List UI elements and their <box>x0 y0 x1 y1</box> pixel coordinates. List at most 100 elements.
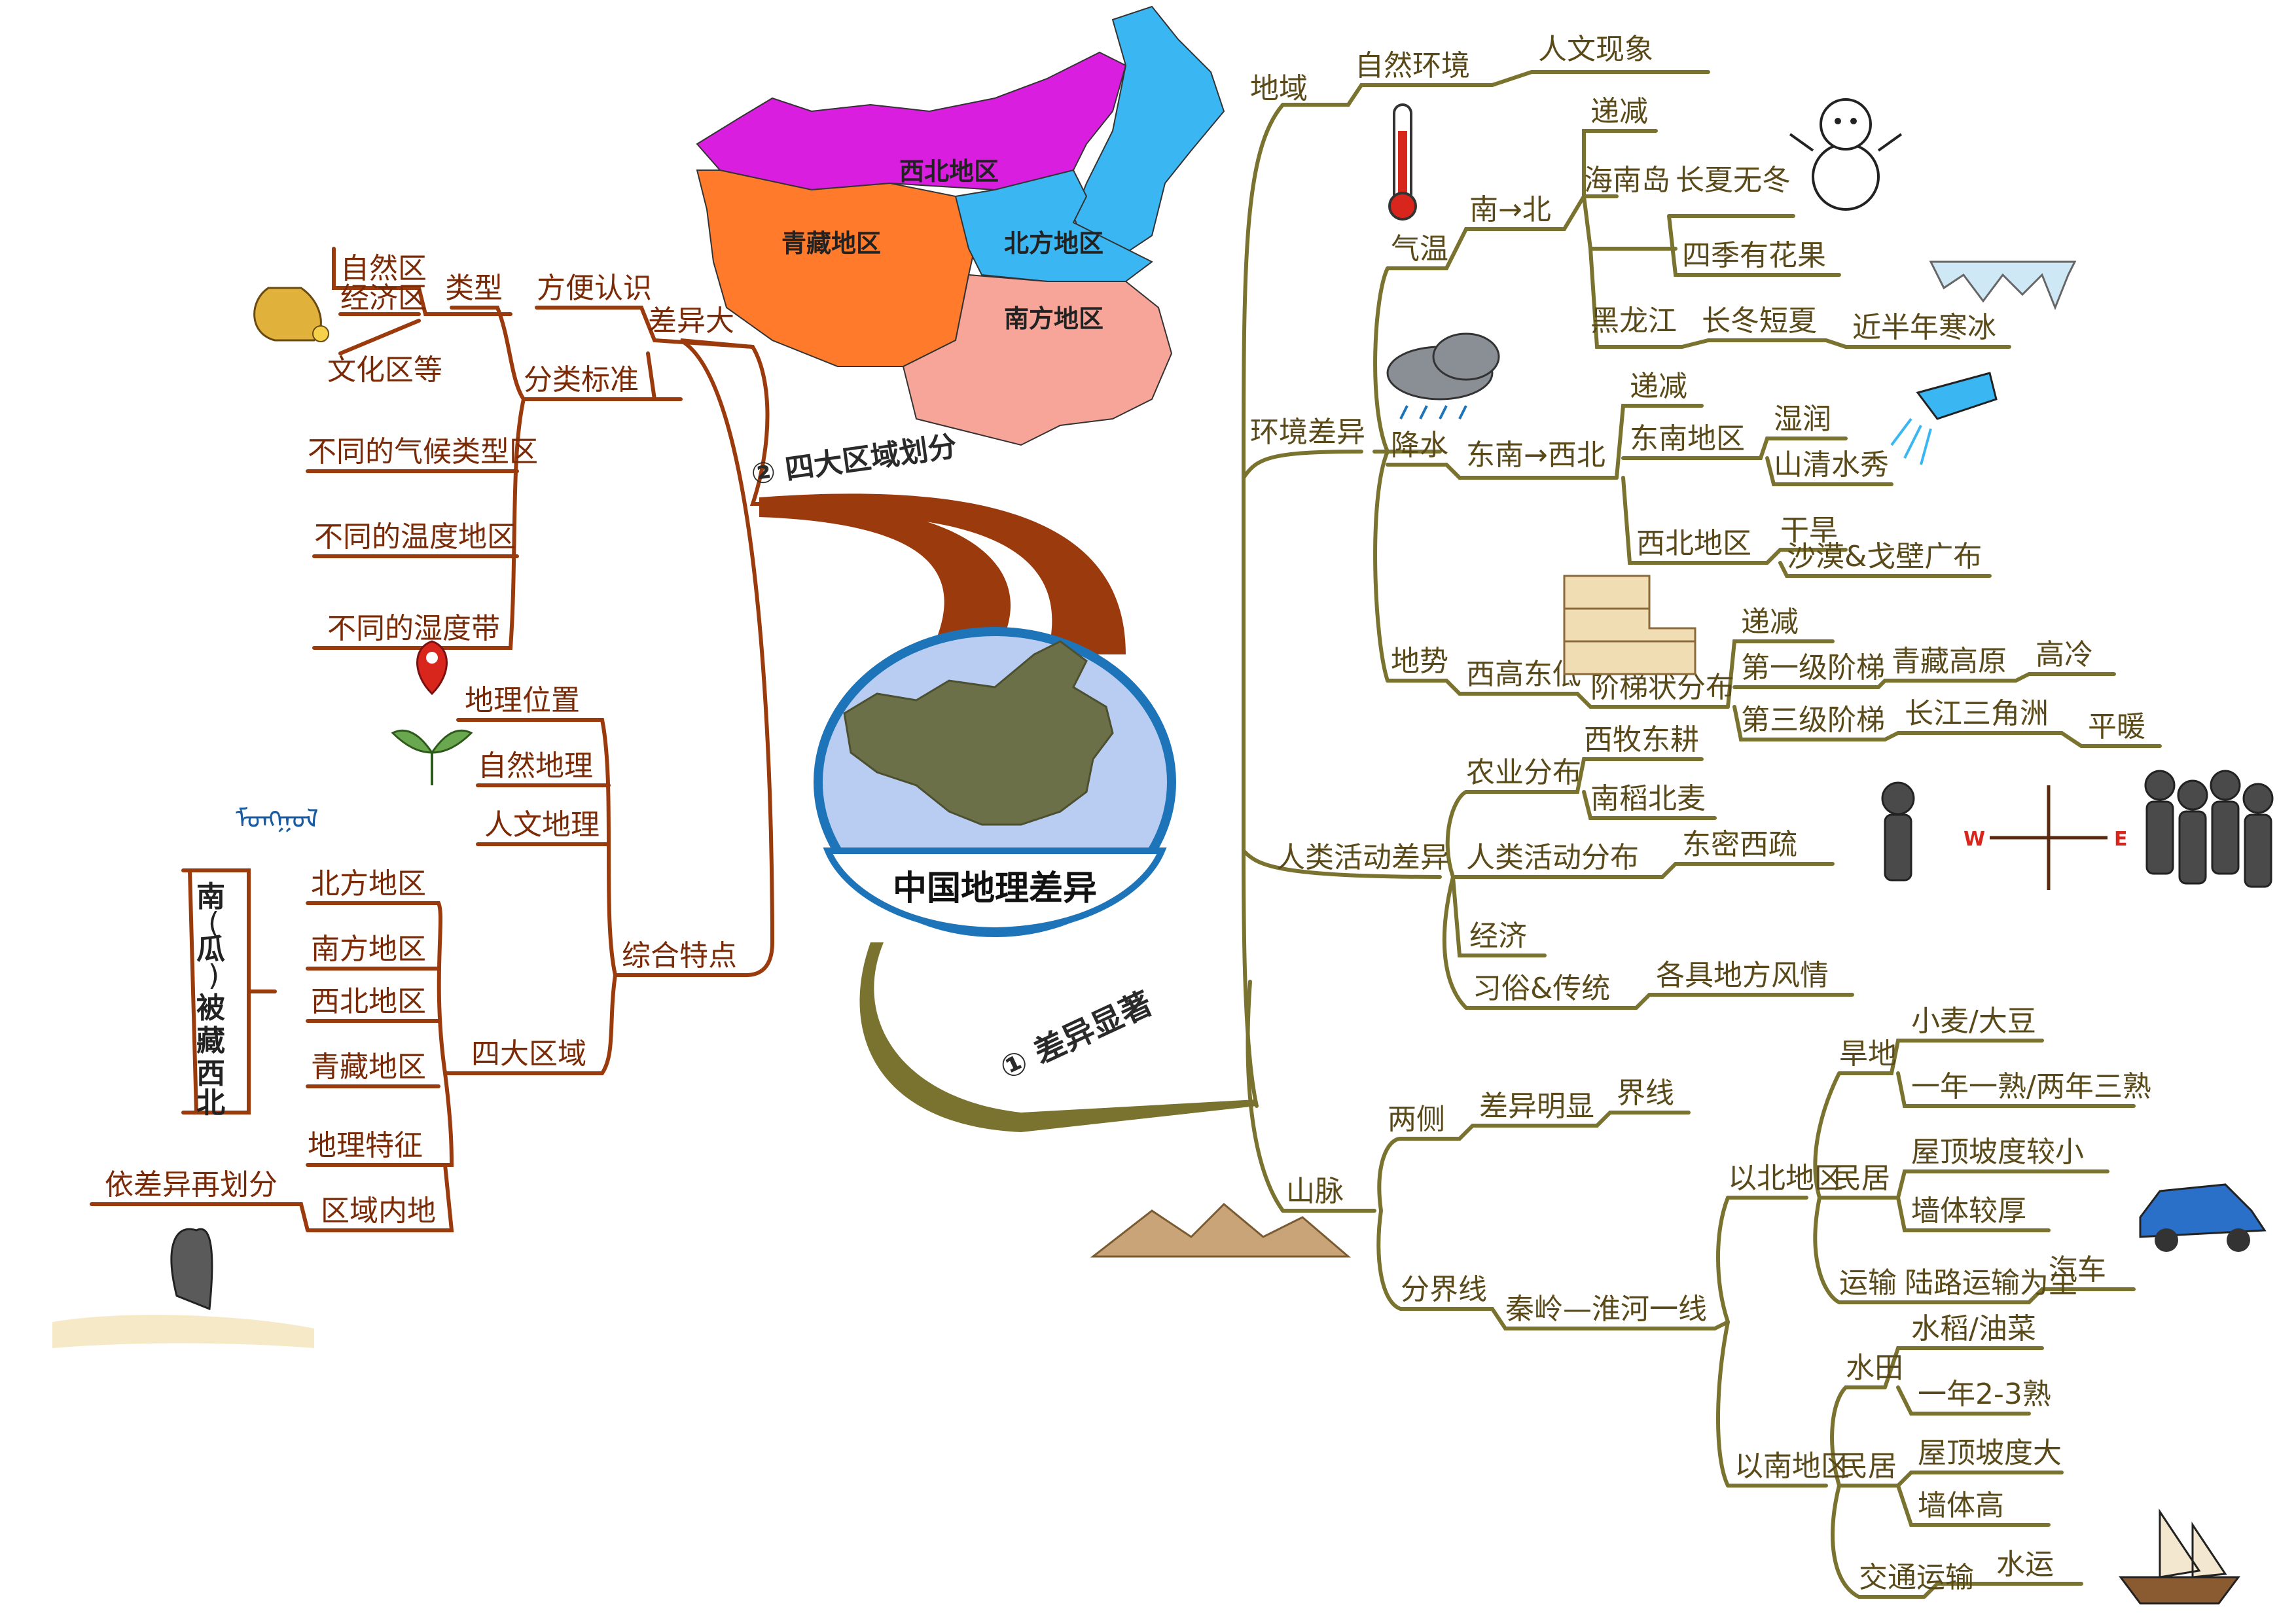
temp-heilong-a: 长冬短夏 <box>1702 304 1817 338</box>
temp-label: 气温 <box>1391 232 1448 266</box>
branch-2 <box>90 247 775 1232</box>
comp-label: 综合特点 <box>622 939 737 972</box>
inner-label: 区域内地 <box>321 1194 436 1228</box>
rain-sub <box>1615 404 1992 578</box>
comp-item-2: 人文地理 <box>484 808 600 842</box>
rain-se-a: 湿润 <box>1774 402 1831 436</box>
branch-2-ribbon <box>759 503 1011 654</box>
boundary-stone-icon <box>52 1228 314 1348</box>
four-label: 四大区域 <box>471 1037 586 1071</box>
four-note-0: 南 <box>196 880 225 914</box>
four-note-bracket <box>181 868 277 1115</box>
mountain-qinling: 秦岭—淮河一线 <box>1505 1293 1707 1326</box>
china-satellite-map-icon <box>843 640 1114 826</box>
car-icon <box>2139 1183 2267 1252</box>
rain-line <box>1386 463 1619 480</box>
mountain-sides: 两侧 <box>1388 1103 1445 1136</box>
four-item-1: 南方地区 <box>311 933 426 966</box>
boundary-split <box>1716 1196 1730 1488</box>
terrain-third: 第三级阶梯 <box>1741 704 1885 737</box>
branch-1-stem-bottom <box>1246 980 1285 1213</box>
mountain-label: 山脉 <box>1286 1175 1344 1208</box>
four-note-2: 瓜 <box>196 933 225 966</box>
compass-east: E <box>2114 828 2128 851</box>
terrain-first: 第一级阶梯 <box>1741 651 1885 685</box>
south-field: 水田 <box>1846 1351 1903 1385</box>
north-dry: 旱地 <box>1839 1037 1897 1071</box>
region-row-line <box>1281 70 1710 107</box>
env-label: 环境差异 <box>1250 416 1365 449</box>
mongol-text: ᠮᠣᠩᠭᠣᠯ <box>236 804 319 834</box>
mountains-icon <box>1090 1202 1352 1258</box>
north-house-a: 屋顶坡度较小 <box>1911 1135 2084 1169</box>
cls-type: 类型 <box>445 272 503 305</box>
icicle-icon <box>1929 260 2077 311</box>
four-note-6: 西 <box>196 1057 225 1090</box>
north-dry-b: 一年一熟/两年三熟 <box>1911 1070 2151 1103</box>
human-agri-b: 南稻北麦 <box>1590 782 1706 815</box>
four-note-7: 北 <box>196 1086 225 1120</box>
custom-line <box>1464 993 1854 1010</box>
map-region-qinghai-tibet <box>696 169 983 367</box>
human-act: 人类活动分布 <box>1466 841 1639 874</box>
four-item-2: 西北地区 <box>311 985 426 1018</box>
region-row-2: 人文现象 <box>1538 33 1653 66</box>
branch-1-stem <box>1242 103 1285 1108</box>
mountain-sides-a: 差异明显 <box>1479 1090 1594 1123</box>
map-region-northeast <box>1072 5 1225 263</box>
diff-a: 方便认识 <box>537 272 652 305</box>
temp-decrease: 递减 <box>1590 95 1648 128</box>
south-house-b: 墙体高 <box>1918 1489 2004 1522</box>
compass-west: W <box>1964 828 1985 851</box>
human-agri: 农业分布 <box>1466 756 1581 789</box>
money-bag-icon <box>253 287 329 342</box>
temp-heilong-b: 近半年寒冰 <box>1852 311 1996 344</box>
four-item-0: 北方地区 <box>311 867 426 901</box>
terrain-dir: 西高东低 <box>1466 658 1581 691</box>
four-note-4: 被 <box>196 991 225 1025</box>
map-label-north: 北方地区 <box>1004 229 1103 258</box>
human-label: 人类活动差异 <box>1276 841 1449 874</box>
temp-dir: 南→北 <box>1469 193 1551 226</box>
comp-sub <box>90 718 617 1232</box>
region-row-0: 地域 <box>1250 72 1308 105</box>
cls-type-1: 经济区 <box>340 281 427 315</box>
branch-1-title: ① 差异显著 <box>994 985 1158 1087</box>
terrain-sub <box>1726 639 2162 748</box>
human-line <box>1242 849 1442 879</box>
terrain-stair: 阶梯状分布 <box>1590 671 1734 704</box>
ship-icon <box>2119 1508 2240 1605</box>
region-row-1: 自然环境 <box>1355 49 1470 82</box>
diff-label: 差异大 <box>648 304 734 338</box>
rain-decrease: 递减 <box>1630 370 1687 403</box>
feat-label: 地理特征 <box>308 1129 423 1162</box>
south-house-a: 屋顶坡度大 <box>1918 1436 2062 1470</box>
branch-1-labels: ① 差异显著 地域 自然环境 人文现象 环境差异 气温 南→北 递减 海南岛 长… <box>994 33 2151 1594</box>
terrain-decrease: 递减 <box>1741 605 1799 639</box>
mountain-sub-stem <box>1376 1137 1403 1311</box>
comp-item-0: 地理位置 <box>465 684 580 717</box>
env-line <box>1242 450 1363 480</box>
cls-type-0: 自然区 <box>340 252 427 285</box>
cls-sub <box>306 247 526 650</box>
rain-cloud-icon <box>1386 332 1500 419</box>
human-act-a: 东密西疏 <box>1682 828 1797 861</box>
north-trans: 运输 <box>1839 1266 1897 1300</box>
north-label: 以北地区 <box>1728 1162 1843 1195</box>
econ-line <box>1451 875 1547 957</box>
south-label: 以南地区 <box>1734 1450 1850 1483</box>
human-agri-a: 西牧东耕 <box>1584 723 1699 757</box>
agri-line <box>1464 757 1717 820</box>
rain-se: 东南地区 <box>1630 422 1745 455</box>
terrain-first-b: 高冷 <box>2036 638 2093 671</box>
terrain-third-a: 长江三角洲 <box>1905 697 2049 730</box>
env-sub-stem <box>1372 266 1442 683</box>
north-sub <box>1813 1039 2136 1304</box>
south-house: 民居 <box>1839 1450 1897 1483</box>
terrain-first-a: 青藏高原 <box>1892 645 2007 678</box>
branch-2-title: ② 四大区域划分 <box>749 429 959 491</box>
cls-item-0: 不同的气候类型区 <box>308 435 538 469</box>
cls-type-2: 文化区等 <box>327 353 442 387</box>
compass-icon: W E <box>1964 785 2128 890</box>
